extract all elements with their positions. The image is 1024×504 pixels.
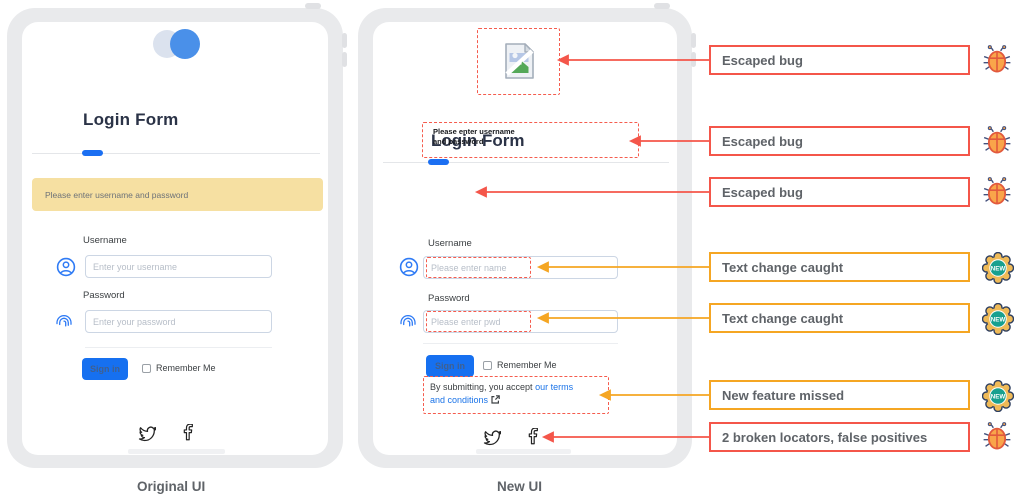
annotation-broken-locators: 2 broken locators, false positives (709, 422, 970, 452)
device-volume-down-button (342, 52, 347, 67)
original-ui-device-frame: Login Form Please enter username and pas… (7, 3, 347, 468)
original-login-card: Login Form Please enter username and pas… (22, 22, 328, 455)
username-label: Username (428, 238, 472, 249)
annotation-new-feature-missed: New feature missed (709, 380, 970, 410)
original-ui-caption: Original UI (137, 479, 206, 494)
terms-prefix: By submitting, you accept (430, 382, 533, 392)
title-underline (82, 150, 103, 156)
svg-text:NEW: NEW (991, 317, 1006, 324)
bug-icon (982, 126, 1012, 156)
annotation-escaped-bug-1: Escaped bug (709, 45, 970, 75)
username-input[interactable] (85, 255, 272, 278)
app-logo-icon (22, 28, 328, 62)
divider (383, 162, 669, 163)
bug-icon (982, 422, 1012, 452)
user-icon (56, 257, 76, 277)
footer-placeholder (476, 449, 571, 454)
terms-text: By submitting, you accept our terms and … (430, 381, 606, 408)
bug-icon (982, 177, 1012, 207)
password-input[interactable] (423, 310, 618, 333)
device-power-button (654, 3, 670, 9)
alert-banner: Please enter username and password (32, 178, 323, 211)
annotation-text-change-1: Text change caught (709, 252, 970, 282)
new-badge-icon: NEW (981, 379, 1015, 413)
overlapping-alert-text: Please enter username and password (433, 127, 515, 146)
annotation-text-change-2: Text change caught (709, 303, 970, 333)
remember-me-checkbox[interactable] (483, 360, 492, 370)
divider (423, 343, 618, 344)
page-title: Login Form (83, 110, 179, 129)
new-login-card: Login Form Please enter username and pas… (373, 22, 677, 455)
remember-me[interactable]: Remember Me (483, 360, 557, 370)
twitter-icon[interactable] (138, 424, 157, 447)
remember-me-label: Remember Me (156, 363, 216, 373)
sign-in-button[interactable]: Sign in (82, 358, 128, 380)
svg-text:NEW: NEW (991, 394, 1006, 401)
device-volume-up-button (691, 33, 696, 48)
annotation-escaped-bug-2: Escaped bug (709, 126, 970, 156)
facebook-icon[interactable] (178, 423, 196, 447)
divider (32, 153, 320, 154)
username-label: Username (83, 235, 127, 246)
remember-me-checkbox[interactable] (142, 363, 151, 373)
device-volume-up-button (342, 33, 347, 48)
external-link-icon (490, 395, 500, 408)
remember-me[interactable]: Remember Me (142, 363, 216, 373)
diff-highlight-title-overlap: Login Form Please enter username and pas… (422, 122, 639, 158)
new-badge-icon: NEW (981, 251, 1015, 285)
facebook-icon[interactable] (523, 427, 541, 451)
social-links (483, 427, 541, 451)
password-label: Password (428, 293, 470, 304)
page-title: Login Form (431, 131, 525, 150)
twitter-icon[interactable] (483, 428, 502, 451)
bug-icon (982, 45, 1012, 75)
new-ui-caption: New UI (497, 479, 543, 494)
title-underline (428, 159, 449, 165)
password-label: Password (83, 290, 125, 301)
annotation-escaped-bug-3: Escaped bug (709, 177, 970, 207)
svg-text:NEW: NEW (991, 266, 1006, 273)
sign-in-button[interactable]: Sign in (426, 355, 474, 377)
broken-image-icon (502, 42, 536, 85)
new-ui-device-frame: Login Form Please enter username and pas… (358, 3, 696, 468)
fingerprint-icon (398, 311, 418, 331)
device-power-button (305, 3, 321, 9)
terms-link[interactable]: our terms (535, 382, 574, 392)
divider (85, 347, 272, 348)
diff-highlight-password-placeholder (426, 311, 531, 332)
remember-me-label: Remember Me (497, 360, 557, 370)
new-badge-icon: NEW (981, 302, 1015, 336)
user-icon (399, 257, 419, 277)
social-links (138, 423, 196, 447)
footer-placeholder (128, 449, 225, 454)
fingerprint-icon (54, 311, 74, 331)
password-input[interactable] (85, 310, 272, 333)
diff-highlight-username-placeholder (426, 257, 531, 278)
device-volume-down-button (691, 52, 696, 67)
username-input[interactable] (423, 256, 618, 279)
terms-link[interactable]: and conditions (430, 395, 489, 405)
diff-highlight-terms: By submitting, you accept our terms and … (423, 376, 609, 414)
